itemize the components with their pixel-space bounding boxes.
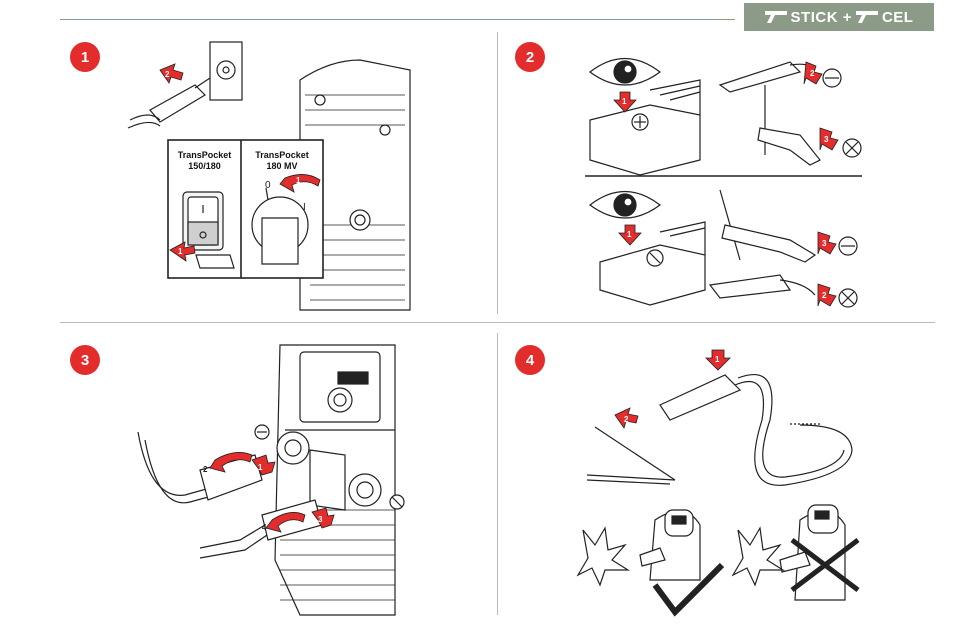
p3-arrow-label-c: 4 bbox=[262, 523, 267, 532]
model-b-line2: 180 MV bbox=[266, 161, 298, 171]
p1-arrow-label-c: 1 bbox=[296, 176, 301, 185]
stick-electrode-icon bbox=[764, 11, 787, 23]
step-2-badge: 2 bbox=[515, 42, 545, 72]
badge-text-stick: STICK + bbox=[790, 8, 852, 26]
model-b-label: TransPocket 180 MV bbox=[241, 150, 323, 172]
step-3-badge: 3 bbox=[70, 345, 100, 375]
p3-arrow-label-a: 2 bbox=[203, 465, 208, 474]
divider-vertical-top bbox=[497, 32, 498, 314]
cel-electrode-icon bbox=[855, 11, 878, 23]
p1-arrow-label-a: 2 bbox=[165, 70, 170, 79]
p3-arrow-label-b: 1 bbox=[258, 463, 263, 472]
p2-bottom-arrow-1: 1 bbox=[627, 230, 632, 239]
model-b-line1: TransPocket bbox=[255, 150, 309, 160]
step-1-badge: 1 bbox=[70, 42, 100, 72]
divider-horizontal-middle bbox=[60, 322, 935, 323]
header-rule bbox=[60, 19, 735, 20]
step-4-badge: 4 bbox=[515, 345, 545, 375]
p4-arrow-label-b: 2 bbox=[624, 415, 629, 424]
model-a-line2: 150/180 bbox=[188, 161, 221, 171]
svg-text:I: I bbox=[303, 202, 306, 213]
model-a-label: TransPocket 150/180 bbox=[168, 150, 241, 172]
p1-arrow-label-b: 1 bbox=[178, 247, 183, 256]
process-mode-badge: STICK + CEL bbox=[744, 3, 934, 31]
divider-vertical-bottom bbox=[497, 333, 498, 615]
p2-top-arrow-3: 3 bbox=[824, 135, 829, 144]
svg-text:0: 0 bbox=[265, 180, 271, 191]
p3-arrow-label-d: 3 bbox=[318, 515, 323, 524]
p2-top-arrow-1: 1 bbox=[622, 97, 627, 106]
p2-top-arrow-2: 2 bbox=[810, 69, 815, 78]
badge-text-cel: CEL bbox=[881, 8, 914, 26]
p4-arrow-label-a: 1 bbox=[715, 355, 720, 364]
p2-bottom-arrow-2: 3 bbox=[822, 239, 827, 248]
p2-bottom-arrow-3: 2 bbox=[822, 291, 827, 300]
model-a-line1: TransPocket bbox=[177, 150, 232, 160]
